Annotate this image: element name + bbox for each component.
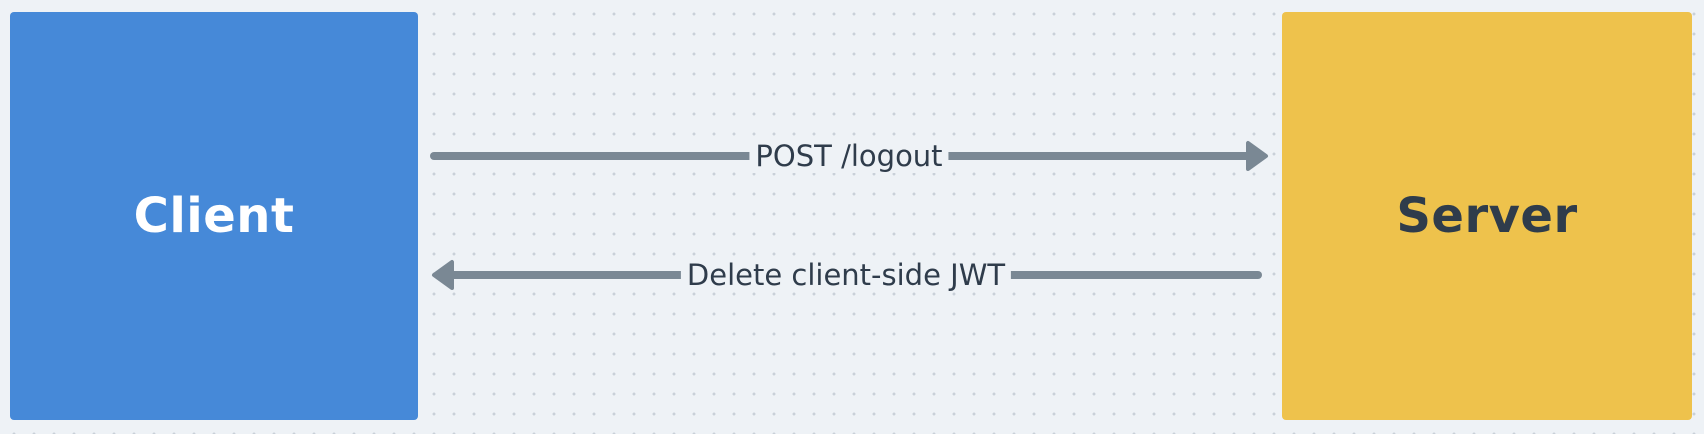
response-arrowhead	[432, 260, 454, 290]
client-node[interactable]: Client	[10, 12, 418, 420]
response-label: Delete client-side JWT	[680, 258, 1012, 292]
server-node[interactable]: Server	[1282, 12, 1692, 420]
client-label: Client	[133, 188, 295, 244]
request-arrowhead	[1246, 141, 1268, 171]
server-label: Server	[1396, 188, 1578, 244]
request-label: POST /logout	[749, 139, 949, 173]
